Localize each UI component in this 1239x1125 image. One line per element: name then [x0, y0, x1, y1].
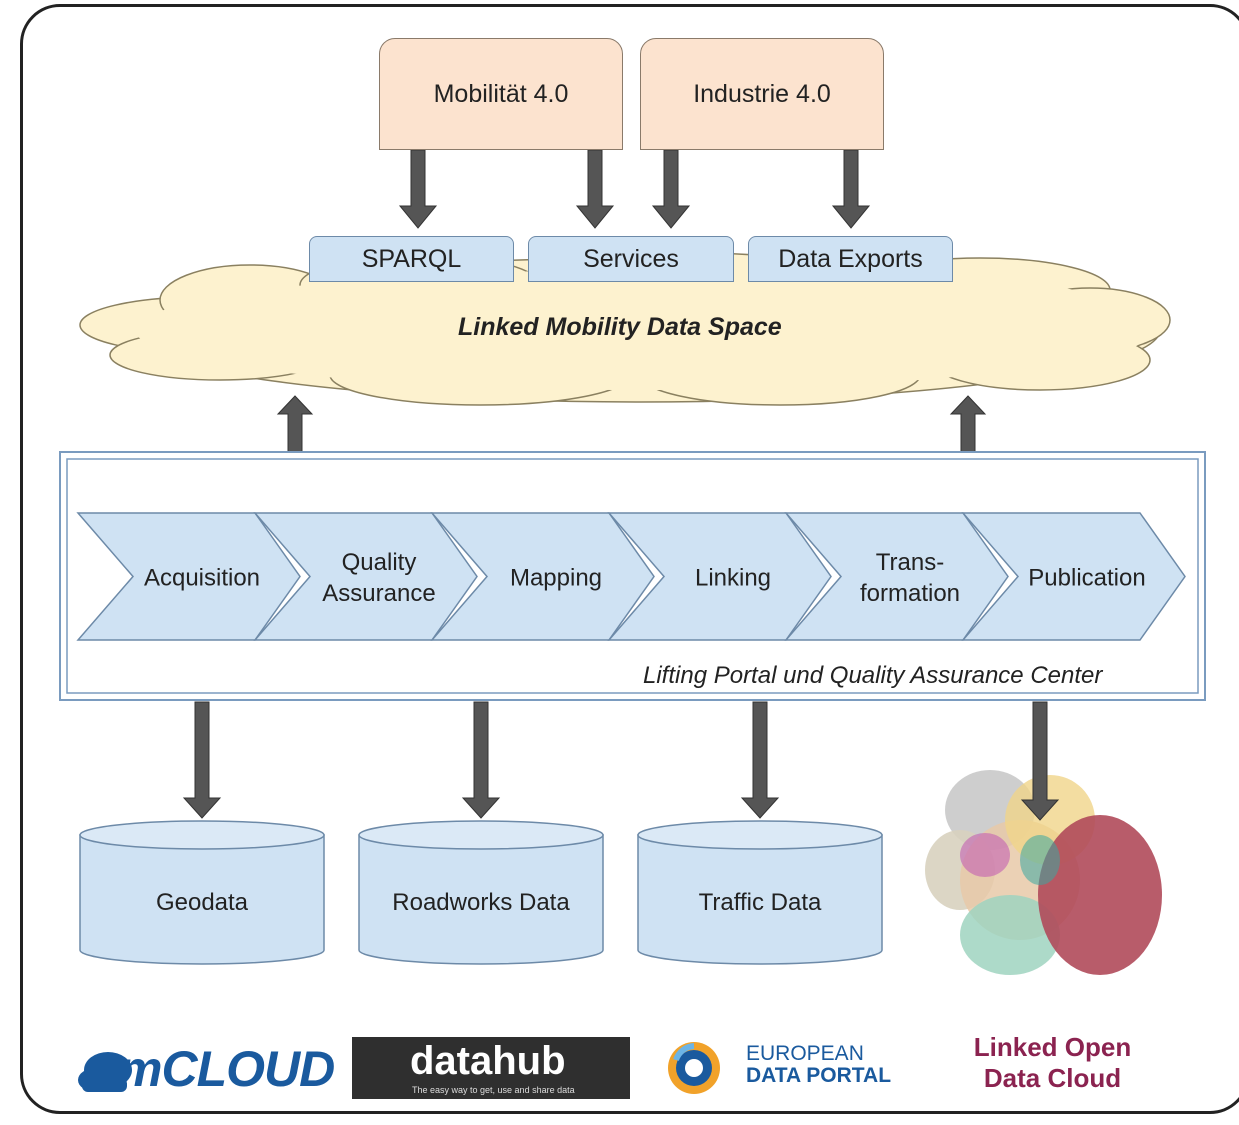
db-body-0	[79, 834, 325, 965]
industrie-label: Industrie 4.0	[693, 79, 831, 108]
stage-label-3-0: Linking	[695, 565, 771, 592]
mcloud-logo: mCLOUD	[78, 1040, 335, 1098]
database-cylinders: Geodata Roadworks Data Traffic Data	[79, 820, 883, 965]
lod-cloud-graphic	[925, 770, 1162, 975]
lod-logo: Linked Open Data Cloud	[940, 1032, 1165, 1094]
db-body-2	[637, 834, 883, 965]
mcloud-cloud-icon	[78, 1052, 132, 1092]
datahub-logo: datahub The easy way to get, use and sha…	[352, 1037, 630, 1099]
stage-label-4-0: Trans-	[876, 549, 944, 576]
sparql-box: SPARQL	[309, 236, 514, 282]
edp-logo-icon	[668, 1042, 720, 1094]
lod-arrow	[1020, 701, 1060, 821]
services-label: Services	[583, 244, 679, 273]
db-cap-1	[358, 820, 604, 850]
services-box: Services	[528, 236, 734, 282]
edp-logo: EUROPEAN DATA PORTAL	[746, 1042, 892, 1088]
mobilitaet-label: Mobilität 4.0	[433, 79, 569, 108]
arrows-down-top	[398, 149, 871, 229]
db-label-0: Geodata	[156, 889, 249, 916]
db-body-1	[358, 834, 604, 965]
datahub-logo-tagline: The easy way to get, use and share data	[412, 1085, 575, 1095]
stage-label-2-0: Mapping	[510, 565, 602, 592]
data-exports-label: Data Exports	[778, 244, 923, 273]
stage-label-1-0: Quality	[342, 549, 417, 576]
mcloud-logo-text: mCLOUD	[118, 1041, 335, 1097]
edp-logo-line2: DATA PORTAL	[746, 1064, 892, 1088]
arrows-up-portal	[276, 395, 987, 453]
mobilitaet-box: Mobilität 4.0	[379, 38, 623, 150]
diagram-frame	[20, 4, 1239, 1114]
stage-label-0-0: Acquisition	[144, 565, 260, 592]
sparql-label: SPARQL	[361, 244, 462, 273]
db-cap-0	[79, 820, 325, 850]
stage-label-4-1: formation	[860, 580, 960, 607]
db-label-1: Roadworks Data	[392, 889, 570, 916]
datahub-logo-name: datahub	[410, 1039, 566, 1083]
portal-label: Lifting Portal und Quality Assurance Cen…	[643, 662, 1103, 689]
stage-label-1-1: Assurance	[322, 580, 435, 607]
lod-logo-line2: Data Cloud	[983, 1063, 1122, 1094]
lod-logo-line1: Linked Open	[973, 1032, 1132, 1062]
arrows-down-portal	[182, 701, 780, 819]
edp-logo-line1: EUROPEAN	[746, 1042, 864, 1065]
industrie-box: Industrie 4.0	[640, 38, 884, 150]
stage-chevron-5	[961, 512, 1186, 641]
stage-label-5-0: Publication	[1028, 565, 1145, 592]
cloud-label: Linked Mobility Data Space	[458, 313, 782, 341]
db-label-2: Traffic Data	[699, 889, 822, 916]
db-cap-2	[637, 820, 883, 850]
data-exports-box: Data Exports	[748, 236, 953, 282]
